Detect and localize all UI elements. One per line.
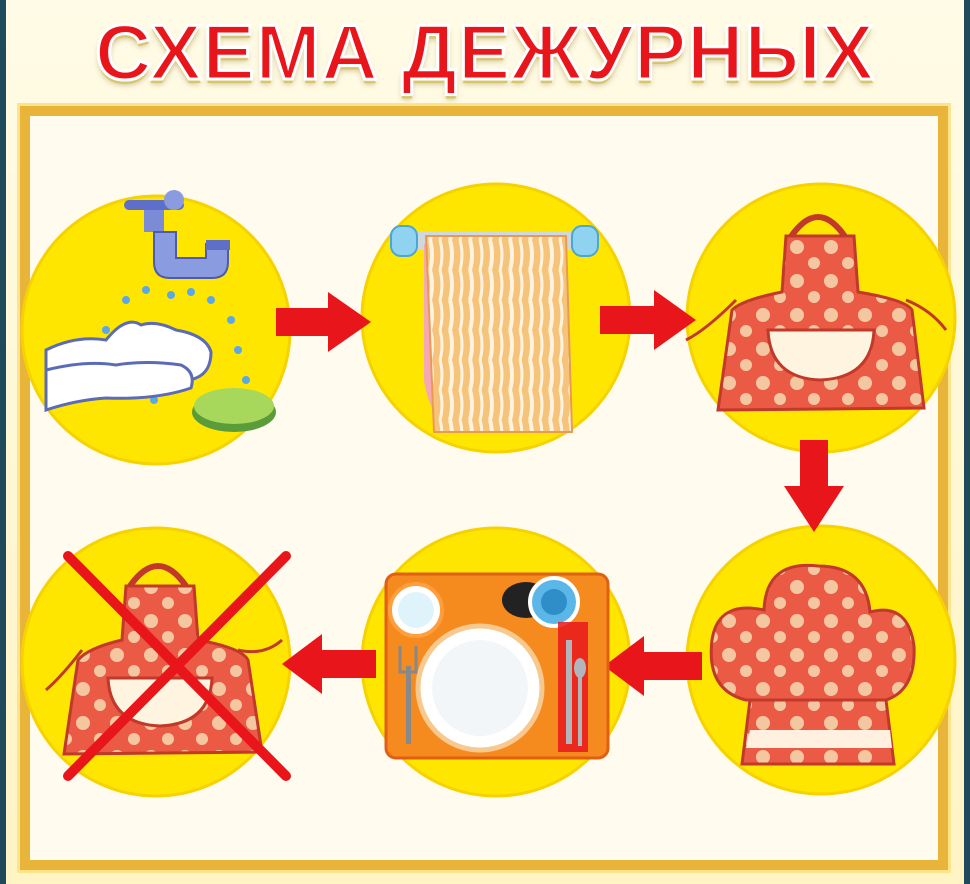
arrow-down (784, 440, 844, 532)
scheme-diagram (6, 0, 964, 884)
duty-scheme-poster: СХЕМА ДЕЖУРНЫХ (6, 0, 964, 884)
table-setting-icon (386, 574, 608, 758)
